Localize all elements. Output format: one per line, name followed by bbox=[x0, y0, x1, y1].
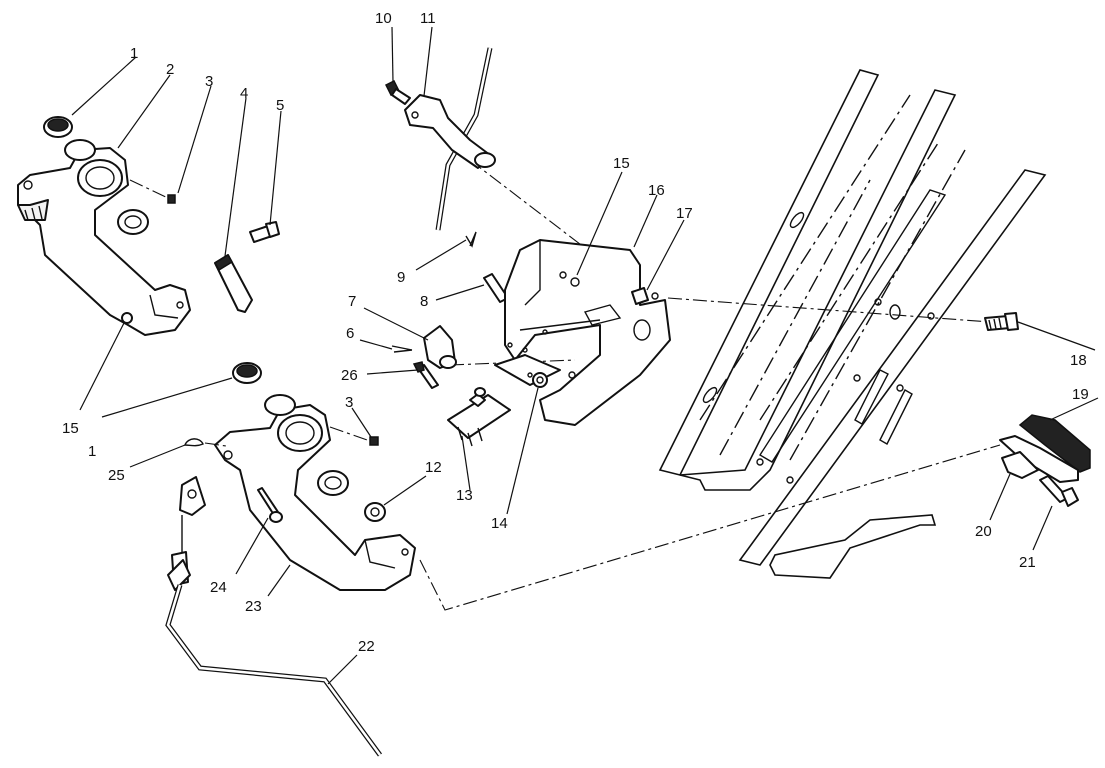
upper-pedal-assembly bbox=[17, 139, 191, 336]
nut-14 bbox=[532, 372, 548, 388]
bushing-1a bbox=[43, 116, 73, 138]
callout-11: 11 bbox=[420, 10, 436, 27]
callout-4: 4 bbox=[240, 85, 248, 102]
pin-24 bbox=[257, 487, 283, 523]
callout-20: 20 bbox=[975, 523, 992, 540]
callout-16: 16 bbox=[648, 182, 665, 199]
switch-13 bbox=[447, 387, 511, 447]
clevis bbox=[179, 476, 206, 516]
callout-3: 3 bbox=[205, 73, 213, 90]
callout-26: 26 bbox=[341, 367, 358, 384]
callout-8: 8 bbox=[420, 293, 428, 310]
callout-5: 5 bbox=[276, 97, 284, 114]
callout-14: 14 bbox=[491, 515, 508, 532]
bracket-20 bbox=[1001, 451, 1039, 479]
callout-labels: 1 2 3 4 5 15 1 3 25 12 24 23 22 10 11 9 … bbox=[62, 10, 1089, 655]
callout-10: 10 bbox=[375, 10, 392, 27]
callout-2: 2 bbox=[166, 61, 174, 78]
cotter-9 bbox=[465, 231, 477, 248]
callout-22: 22 bbox=[358, 638, 375, 655]
linkage-centerline bbox=[419, 444, 1001, 611]
bushing-1b bbox=[232, 362, 262, 384]
callout-3-lower: 3 bbox=[345, 394, 353, 411]
callout-25: 25 bbox=[108, 467, 125, 484]
main-bracket-16 bbox=[494, 239, 671, 426]
setscrew-3a bbox=[129, 179, 176, 204]
setscrew-3b bbox=[329, 426, 379, 446]
screw-26 bbox=[412, 361, 439, 389]
callout-1: 1 bbox=[130, 45, 138, 62]
clip-25 bbox=[183, 438, 227, 447]
callout-24: 24 bbox=[210, 579, 227, 596]
pad-4 bbox=[213, 253, 253, 313]
frame-rails bbox=[658, 69, 1047, 579]
callout-1-lower: 1 bbox=[88, 443, 96, 460]
callout-15: 15 bbox=[62, 420, 79, 437]
bolt-10 bbox=[384, 79, 411, 105]
callout-9: 9 bbox=[397, 269, 405, 286]
spacer-12 bbox=[364, 502, 386, 522]
callout-12: 12 bbox=[425, 459, 442, 476]
callout-15-upper: 15 bbox=[613, 155, 630, 172]
callout-21: 21 bbox=[1019, 554, 1036, 571]
bracket-7 bbox=[423, 325, 457, 369]
bolt-18 bbox=[984, 312, 1019, 331]
bolt-centerline-18 bbox=[667, 297, 991, 323]
callout-23: 23 bbox=[245, 598, 262, 615]
pedal-19 bbox=[999, 414, 1091, 483]
lower-pedal-assembly bbox=[214, 394, 416, 591]
arm-11 bbox=[404, 94, 496, 169]
nut-17 bbox=[631, 287, 659, 305]
callout-18: 18 bbox=[1070, 352, 1087, 369]
cotter-6 bbox=[391, 345, 413, 353]
bolt-21 bbox=[1039, 475, 1079, 507]
bolt-5 bbox=[249, 221, 280, 243]
callout-17: 17 bbox=[676, 205, 693, 222]
leader-lines bbox=[71, 26, 1099, 685]
callout-6: 6 bbox=[346, 325, 354, 342]
callout-7: 7 bbox=[348, 293, 356, 310]
callout-13: 13 bbox=[456, 487, 473, 504]
callout-19: 19 bbox=[1072, 386, 1089, 403]
rod-22 bbox=[165, 515, 383, 757]
